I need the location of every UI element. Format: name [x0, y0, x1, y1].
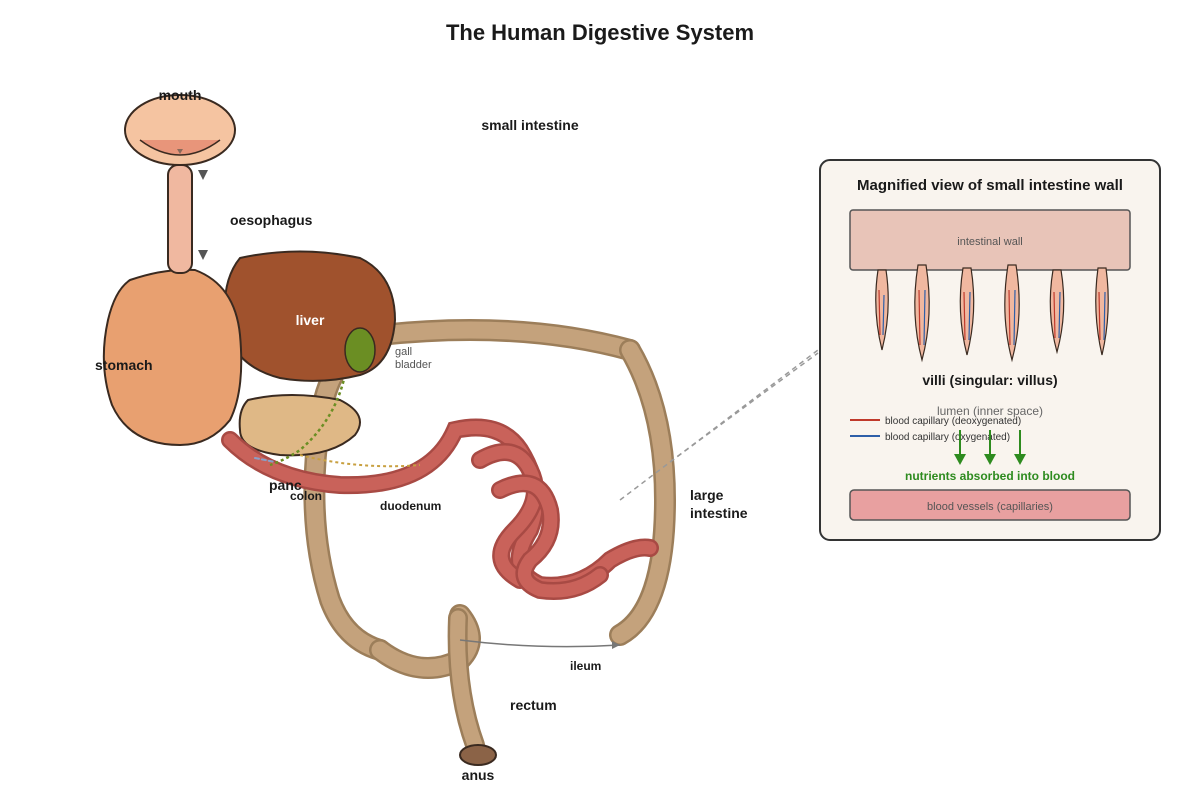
- villi-label: villi (singular: villus): [922, 372, 1057, 388]
- flow-arrow-icon: [198, 250, 208, 260]
- pancreas-label: panc: [269, 477, 302, 493]
- inset-title: Magnified view of small intestine wall: [857, 177, 1123, 194]
- blood-vessels-bar: [849, 489, 1131, 521]
- villus: [875, 269, 889, 351]
- zoom-leader-line: [619, 349, 819, 501]
- pancreatic-duct: [299, 454, 421, 468]
- rectum: [447, 608, 485, 755]
- down-arrow-icon: [1014, 454, 1026, 465]
- anus-shape: [459, 744, 497, 766]
- villus: [1095, 267, 1109, 356]
- absorption-arrows: [954, 430, 1026, 465]
- oesophagus-label: oesophagus: [230, 212, 313, 228]
- blood-vessels-label: blood vessels (capillaries): [927, 501, 1053, 513]
- villus: [1004, 264, 1020, 363]
- villus: [959, 267, 975, 356]
- flow-arrow-icon: [177, 149, 183, 154]
- large-intestine-label-2: intestine: [690, 505, 748, 521]
- duodenum-label: duodenum: [380, 499, 441, 513]
- magnified-inset: Magnified view of small intestine wall i…: [819, 159, 1161, 541]
- villus: [914, 264, 930, 363]
- lumen-label: lumen (inner space): [937, 404, 1043, 418]
- rectum-label: rectum: [510, 697, 557, 713]
- legend-oxygenated-label: blood capillary (oxygenated): [885, 432, 1010, 443]
- small-intestine: [221, 418, 659, 600]
- zoom-leader-line: [669, 352, 819, 463]
- flow-arrow-icon: [198, 170, 208, 180]
- intestinal-wall-label: intestinal wall: [957, 236, 1022, 248]
- gall-bladder-label-2: bladder: [395, 359, 432, 371]
- down-arrow-icon: [954, 454, 966, 465]
- gall-bladder-label-1: gall: [395, 346, 412, 358]
- stomach-label: stomach: [95, 357, 153, 373]
- villus: [1049, 269, 1065, 355]
- mouth-label: mouth: [159, 87, 202, 103]
- gall-bladder: [344, 327, 376, 373]
- pancreas: [238, 394, 361, 457]
- stomach: [102, 268, 243, 447]
- oesophagus: [167, 164, 193, 274]
- large-intestine: [303, 319, 677, 679]
- ileum-arrowhead: [612, 641, 620, 649]
- ileum-connector: [459, 639, 621, 648]
- down-arrow-icon: [984, 454, 996, 465]
- intestinal-wall: [849, 209, 1131, 271]
- anus-label: anus: [462, 767, 495, 783]
- ileum-label: ileum: [570, 659, 601, 673]
- nutrients-label: nutrients absorbed into blood: [905, 469, 1075, 483]
- liver-label: liver: [296, 312, 325, 328]
- mouth-line: [139, 139, 221, 156]
- large-intestine-label-1: large: [690, 487, 724, 503]
- small-intestine-label: small intestine: [481, 117, 578, 133]
- colon-label: colon: [290, 489, 322, 503]
- diagram-title: The Human Digestive System: [446, 20, 754, 45]
- legend-deoxygenated-label: blood capillary (deoxygenated): [885, 416, 1021, 427]
- villi-group: [875, 264, 1109, 363]
